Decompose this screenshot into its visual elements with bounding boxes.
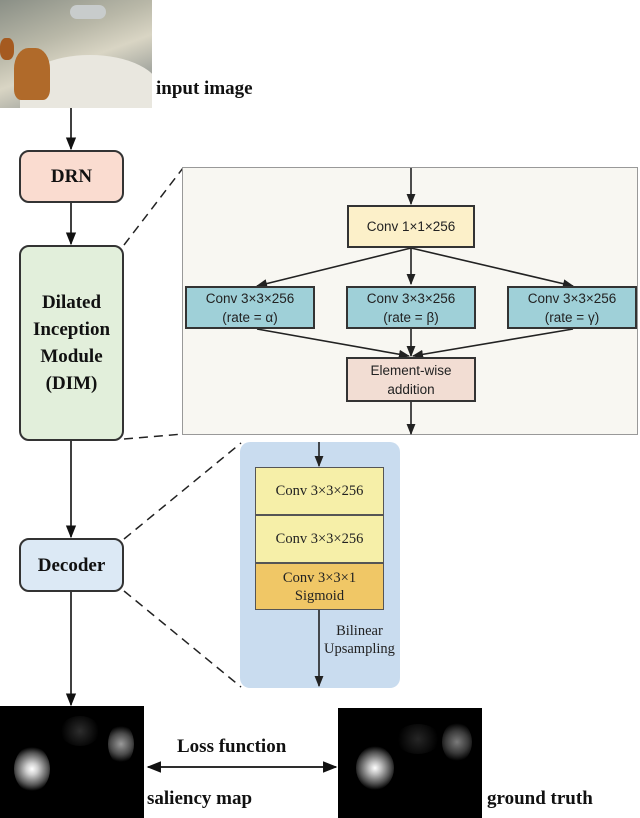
decoder-zoom-line-top — [123, 442, 242, 540]
addition-line2: addition — [387, 381, 435, 397]
upsampling-label: Bilinear Upsampling — [324, 622, 395, 658]
dim-detail-panel: Conv 1×1×256 Conv 3×3×256 (rate = α) Con… — [182, 167, 638, 436]
branch-alpha-line2: (rate = α) — [222, 309, 278, 325]
saliency-blob-secondary — [108, 724, 134, 764]
image-toy-figure — [14, 48, 50, 100]
ground-truth-label: ground truth — [487, 788, 593, 809]
truth-blob-main — [356, 746, 394, 790]
decoder-conv-a: Conv 3×3×256 — [255, 467, 384, 515]
saliency-blob-main — [14, 746, 50, 792]
decoder-block: Decoder — [19, 538, 124, 592]
dim-line-1: Dilated — [41, 292, 102, 313]
arrow-conv1x1-to-branch-gamma — [410, 247, 575, 289]
dim-zoom-line-top — [123, 167, 184, 246]
sigmoid-line1: Conv 3×3×1 — [282, 569, 357, 586]
branch-gamma-line2: (rate = γ) — [544, 309, 600, 325]
input-image — [0, 0, 152, 108]
image-toy-figure-2 — [0, 38, 14, 60]
branch-gamma-line1: Conv 3×3×256 — [527, 290, 617, 306]
branch-conv-alpha: Conv 3×3×256 (rate = α) — [185, 286, 315, 329]
upsampling-line2: Upsampling — [324, 641, 395, 657]
branch-conv-beta: Conv 3×3×256 (rate = β) — [346, 286, 476, 329]
truth-blob-secondary — [442, 722, 472, 762]
branch-beta-line2: (rate = β) — [383, 309, 439, 325]
truth-blob-faint — [396, 724, 440, 754]
dim-line-3: Module — [40, 346, 103, 367]
saliency-map-label: saliency map — [147, 788, 253, 809]
conv-1x1-block: Conv 1×1×256 — [347, 205, 475, 248]
saliency-blob-faint — [60, 716, 100, 746]
branch-alpha-line1: Conv 3×3×256 — [205, 290, 295, 306]
decoder-conv-sigmoid: Conv 3×3×1 Sigmoid — [255, 563, 384, 610]
sigmoid-line2: Sigmoid — [294, 587, 345, 604]
upsampling-line1: Bilinear — [336, 623, 383, 639]
addition-line1: Element-wise — [370, 362, 452, 378]
branch-beta-line1: Conv 3×3×256 — [366, 290, 456, 306]
dim-detail-arrows — [255, 168, 575, 436]
input-image-label: input image — [156, 78, 253, 99]
drn-block: DRN — [19, 150, 124, 203]
dim-line-4: (DIM) — [45, 373, 98, 394]
arrow-branch-alpha-to-add — [256, 328, 411, 359]
dim-line-2: Inception — [32, 319, 111, 340]
image-faucet — [70, 5, 106, 19]
ground-truth-image — [338, 708, 482, 818]
dim-block: Dilated Inception Module (DIM) — [19, 245, 124, 441]
decoder-conv-b: Conv 3×3×256 — [255, 515, 384, 563]
saliency-map-image — [0, 706, 144, 818]
element-wise-addition-block: Element-wise addition — [346, 357, 476, 402]
dim-zoom-line-bottom — [123, 433, 184, 440]
decoder-detail-arrows — [314, 442, 324, 688]
branch-conv-gamma: Conv 3×3×256 (rate = γ) — [507, 286, 637, 329]
decoder-zoom-line-bottom — [123, 590, 242, 688]
loss-function-label: Loss function — [177, 736, 287, 757]
arrow-conv1x1-to-branch-alpha — [255, 247, 412, 288]
decoder-detail-panel: Conv 3×3×256 Conv 3×3×256 Conv 3×3×1 Sig… — [240, 442, 400, 688]
arrow-branch-gamma-to-add — [411, 328, 574, 359]
